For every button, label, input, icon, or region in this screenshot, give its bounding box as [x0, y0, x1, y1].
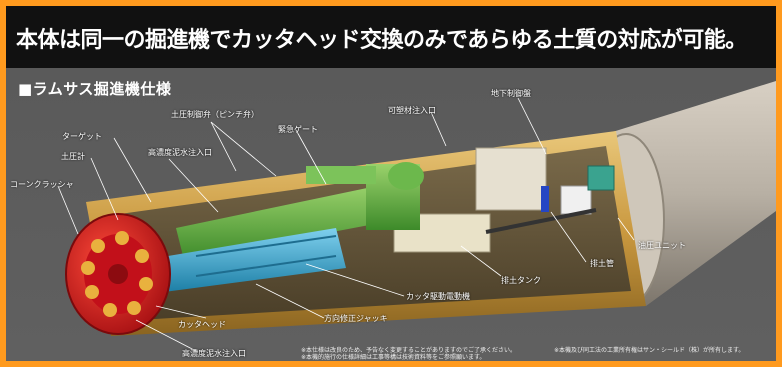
leader-lines	[57, 97, 635, 353]
label-cutter-head: カッタヘッド	[178, 320, 226, 329]
label-plasticizer-inlet: 可塑材注入口	[388, 106, 436, 115]
label-earth-pressure-meter: 土圧計	[61, 152, 85, 161]
label-emergency-gate: 緊急ゲート	[278, 125, 318, 134]
blue-jack-assembly	[156, 228, 346, 292]
label-mud-tank: 排土タンク	[501, 276, 541, 285]
label-direction-jack: 方向修正ジャッキ	[324, 314, 388, 323]
label-earth-pressure-valve: 土圧制御弁（ピンチ弁）	[171, 110, 259, 119]
label-cone-crusher: コーンクラッシャ	[10, 180, 74, 189]
note-left-line1: ※本仕様は改良のため、予告なく変更することがありますのでご了承ください。	[301, 347, 517, 354]
green-assembly	[176, 162, 424, 260]
cutter-head	[65, 213, 171, 335]
discharge-pipe-shape	[485, 208, 597, 234]
label-underground-panel: 地下制御盤	[491, 89, 531, 98]
label-high-conc-inlet-top: 高濃度泥水注入口	[148, 148, 212, 157]
note-left-line2: ※本機的施行の仕様詳細は工事等構は技術資料等をご参照願います。	[301, 354, 486, 361]
label-high-conc-inlet-bottom: 高濃度泥水注入口	[182, 349, 246, 358]
note-right: ※本機及び同工法の工業所有権はサン・シールド（株）が所有します。	[554, 347, 745, 354]
section-title: ■ラムサス掘進機仕様	[18, 80, 172, 98]
label-target: ターゲット	[62, 132, 102, 141]
label-discharge-pipe: 排土管	[590, 259, 614, 268]
diagram-panel: 本体は同一の掘進機でカッタヘッド交換のみであらゆる土質の対応が可能。 ■ラムサス…	[6, 6, 776, 361]
machine-illustration	[57, 81, 776, 353]
headline: 本体は同一の掘進機でカッタヘッド交換のみであらゆる土質の対応が可能。	[16, 27, 747, 53]
hydraulic-motor-shape	[587, 165, 615, 191]
machine-shell	[86, 131, 646, 336]
control-panel-shape	[475, 147, 547, 211]
hydraulic-unit-shape	[560, 185, 592, 215]
discharge-valve-shape	[541, 186, 549, 212]
label-cutter-motor: カッタ駆動電動機	[406, 292, 470, 301]
label-hydraulic-unit: 油圧ユニット	[638, 241, 686, 250]
